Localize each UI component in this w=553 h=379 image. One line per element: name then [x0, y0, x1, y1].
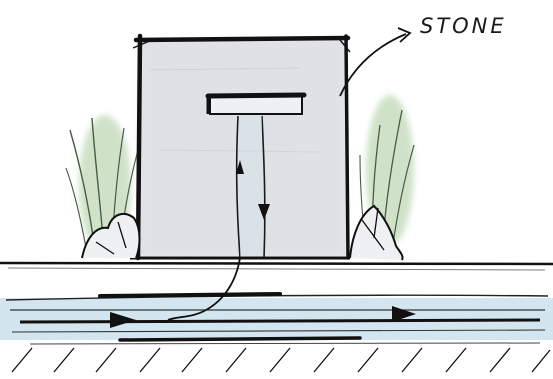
stone-label: STONE	[420, 14, 507, 38]
water-spout	[208, 95, 304, 114]
water-channel	[0, 294, 553, 344]
